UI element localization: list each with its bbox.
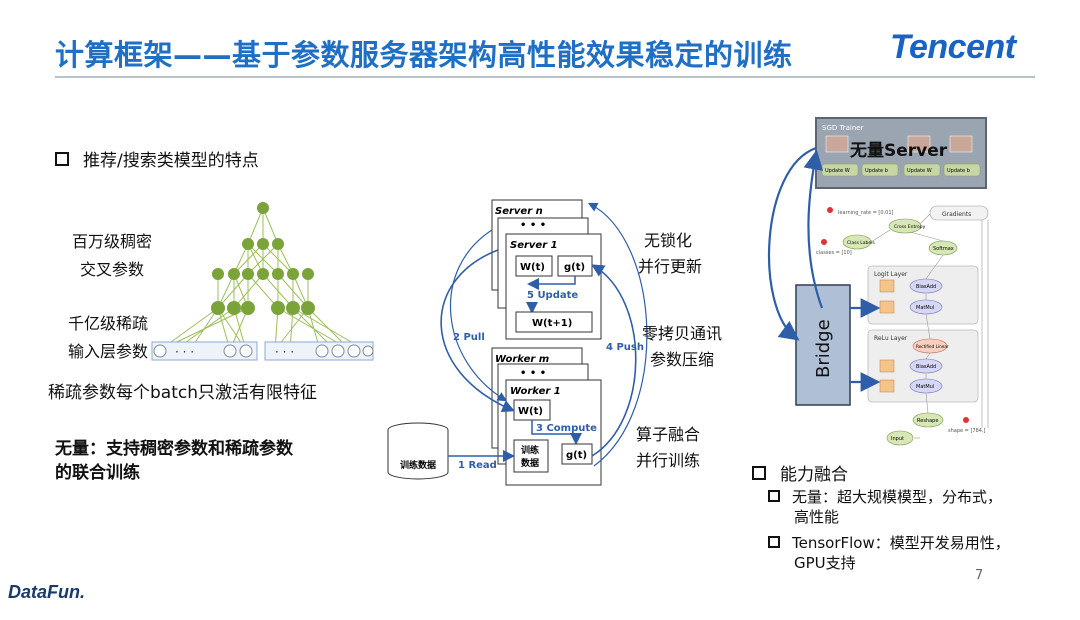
server-wt-box: W(t): [520, 262, 545, 273]
wuliang-joint-training: 无量：支持稠密参数和稀疏参数 的联合训练: [55, 437, 293, 485]
update-step-label: 5 Update: [527, 290, 578, 301]
pull-step-label: 2 Pull: [453, 332, 485, 343]
dense-param-label: 百万级稠密 交叉参数: [62, 228, 162, 284]
note-lockfree-line2: 并行更新: [638, 257, 703, 276]
training-data-store: 训练数据: [400, 459, 436, 471]
classes-label: classes = [10]: [816, 250, 852, 256]
server-1-label: Server 1: [510, 240, 558, 251]
wuliang-server-label: 无量Server: [849, 140, 948, 161]
sparse-label-line1: 千亿级稀疏: [67, 314, 148, 333]
worker-wt-box: W(t): [518, 406, 543, 417]
rectified-linear-node: Rectified Linear: [916, 344, 949, 349]
read-step-label: 1 Read: [458, 460, 497, 471]
reshape-node: Reshape: [917, 418, 938, 424]
matmul-node-1: MatMul: [916, 305, 934, 311]
sub-item-wuliang-line2: 高性能: [794, 508, 840, 526]
tensorflow-bridge-diagram: SGD Trainer Update W Update b Update W U…: [767, 117, 989, 446]
note-lockfree-line1: 无锁化: [644, 231, 693, 250]
worker-dots: • • •: [520, 368, 546, 379]
server-dots: • • •: [520, 220, 546, 231]
softmax-node: Softmax: [933, 246, 954, 252]
input-ellipsis-left: · · ·: [175, 345, 194, 359]
biasadd-node-1: BiasAdd: [916, 284, 936, 290]
cross-entropy-node: Cross Entropy: [894, 224, 926, 230]
update-b-op-2: Update b: [947, 168, 970, 174]
logit-layer-label: Logit Layer: [874, 271, 908, 278]
worker-1-label: Worker 1: [510, 386, 561, 397]
sub-item-tensorflow-line2: GPU支持: [794, 554, 856, 572]
bullet-square-icon: [55, 152, 69, 166]
note-zerocopy: 零拷贝通讯 参数压缩: [642, 321, 722, 373]
tencent-logo: Tencent: [890, 28, 1016, 66]
slide-title: 计算框架——基于参数服务器架构高性能效果稳定的训练: [55, 38, 793, 72]
wuliang-line2: 的联合训练: [55, 463, 140, 483]
input-node: Input: [891, 436, 904, 442]
gradients-node: Gradients: [942, 211, 971, 218]
capability-fusion-text: 能力融合: [780, 465, 848, 485]
sub-item-wuliang-line1: 无量：超大规模模型，分布式，: [792, 488, 1003, 506]
relu-layer-label: ReLu Layer: [874, 335, 908, 342]
note-zerocopy-line1: 零拷贝通讯: [642, 324, 723, 343]
sub-bullet-icon-1: [768, 489, 780, 502]
update-b-op-1: Update b: [865, 168, 888, 174]
batch-note: 稀疏参数每个batch只激活有限特征: [48, 383, 317, 403]
update-w-op-1: Update W: [825, 168, 850, 174]
title-rule: [55, 76, 1035, 78]
learning-rate-label: learning_rate = [0.01]: [838, 210, 894, 216]
worker-m-label: Worker m: [495, 354, 549, 365]
shape-label: shape = [784,]: [948, 428, 986, 434]
worker-gt-box: g(t): [566, 450, 587, 461]
note-fusion-line1: 算子融合: [636, 425, 701, 444]
sparse-label-line2: 输入层参数: [67, 342, 148, 361]
wuliang-line1: 无量：支持稠密参数和稀疏参数: [55, 439, 293, 459]
dense-label-line2: 交叉参数: [79, 260, 144, 279]
note-zerocopy-line2: 参数压缩: [650, 350, 715, 369]
bullet-square-icon-right: [752, 466, 766, 480]
compute-step-label: 3 Compute: [536, 423, 597, 434]
input-ellipsis-right: · · ·: [275, 345, 294, 359]
worker-data-line1: 训练: [521, 444, 539, 456]
note-lockfree: 无锁化 并行更新: [638, 228, 702, 280]
server-wt1-box: W(t+1): [532, 318, 572, 329]
page-number: 7: [975, 568, 984, 583]
sub-item-wuliang: 无量：超大规模模型，分布式， 高性能: [768, 487, 1058, 527]
dense-label-line1: 百万级稠密: [71, 232, 152, 251]
worker-data-line2: 数据: [521, 457, 539, 469]
datafun-logo: DataFun.: [8, 582, 86, 602]
bullet-capability-fusion: 能力融合: [752, 460, 848, 485]
class-labels-node: Class Labels: [847, 240, 875, 246]
sgd-trainer-label: SGD Trainer: [822, 124, 864, 132]
network-diagram: · · · · · ·: [151, 202, 374, 361]
sub-item-tensorflow-line1: TensorFlow：模型开发易用性，: [792, 534, 1010, 552]
server-gt-box: g(t): [564, 262, 585, 273]
bullet-recsys-traits: 推荐/搜索类模型的特点: [55, 146, 259, 171]
note-fusion: 算子融合 并行训练: [636, 422, 700, 474]
note-fusion-line2: 并行训练: [636, 451, 701, 470]
push-step-label: 4 Push: [606, 342, 644, 353]
parameter-server-diagram: Server n • • • Server 1 W(t) g(t) 5 Upda…: [387, 199, 648, 486]
server-n-label: Server n: [495, 206, 543, 217]
update-w-op-2: Update W: [907, 168, 932, 174]
sparse-param-label: 千亿级稀疏 输入层参数: [58, 310, 158, 366]
bridge-label: Bridge: [813, 319, 834, 378]
matmul-node-2: MatMul: [916, 384, 934, 390]
biasadd-node-2: BiasAdd: [916, 364, 936, 370]
sub-bullet-icon-2: [768, 535, 780, 548]
bullet-text: 推荐/搜索类模型的特点: [83, 151, 259, 171]
sub-item-tensorflow: TensorFlow：模型开发易用性， GPU支持: [768, 533, 1068, 573]
